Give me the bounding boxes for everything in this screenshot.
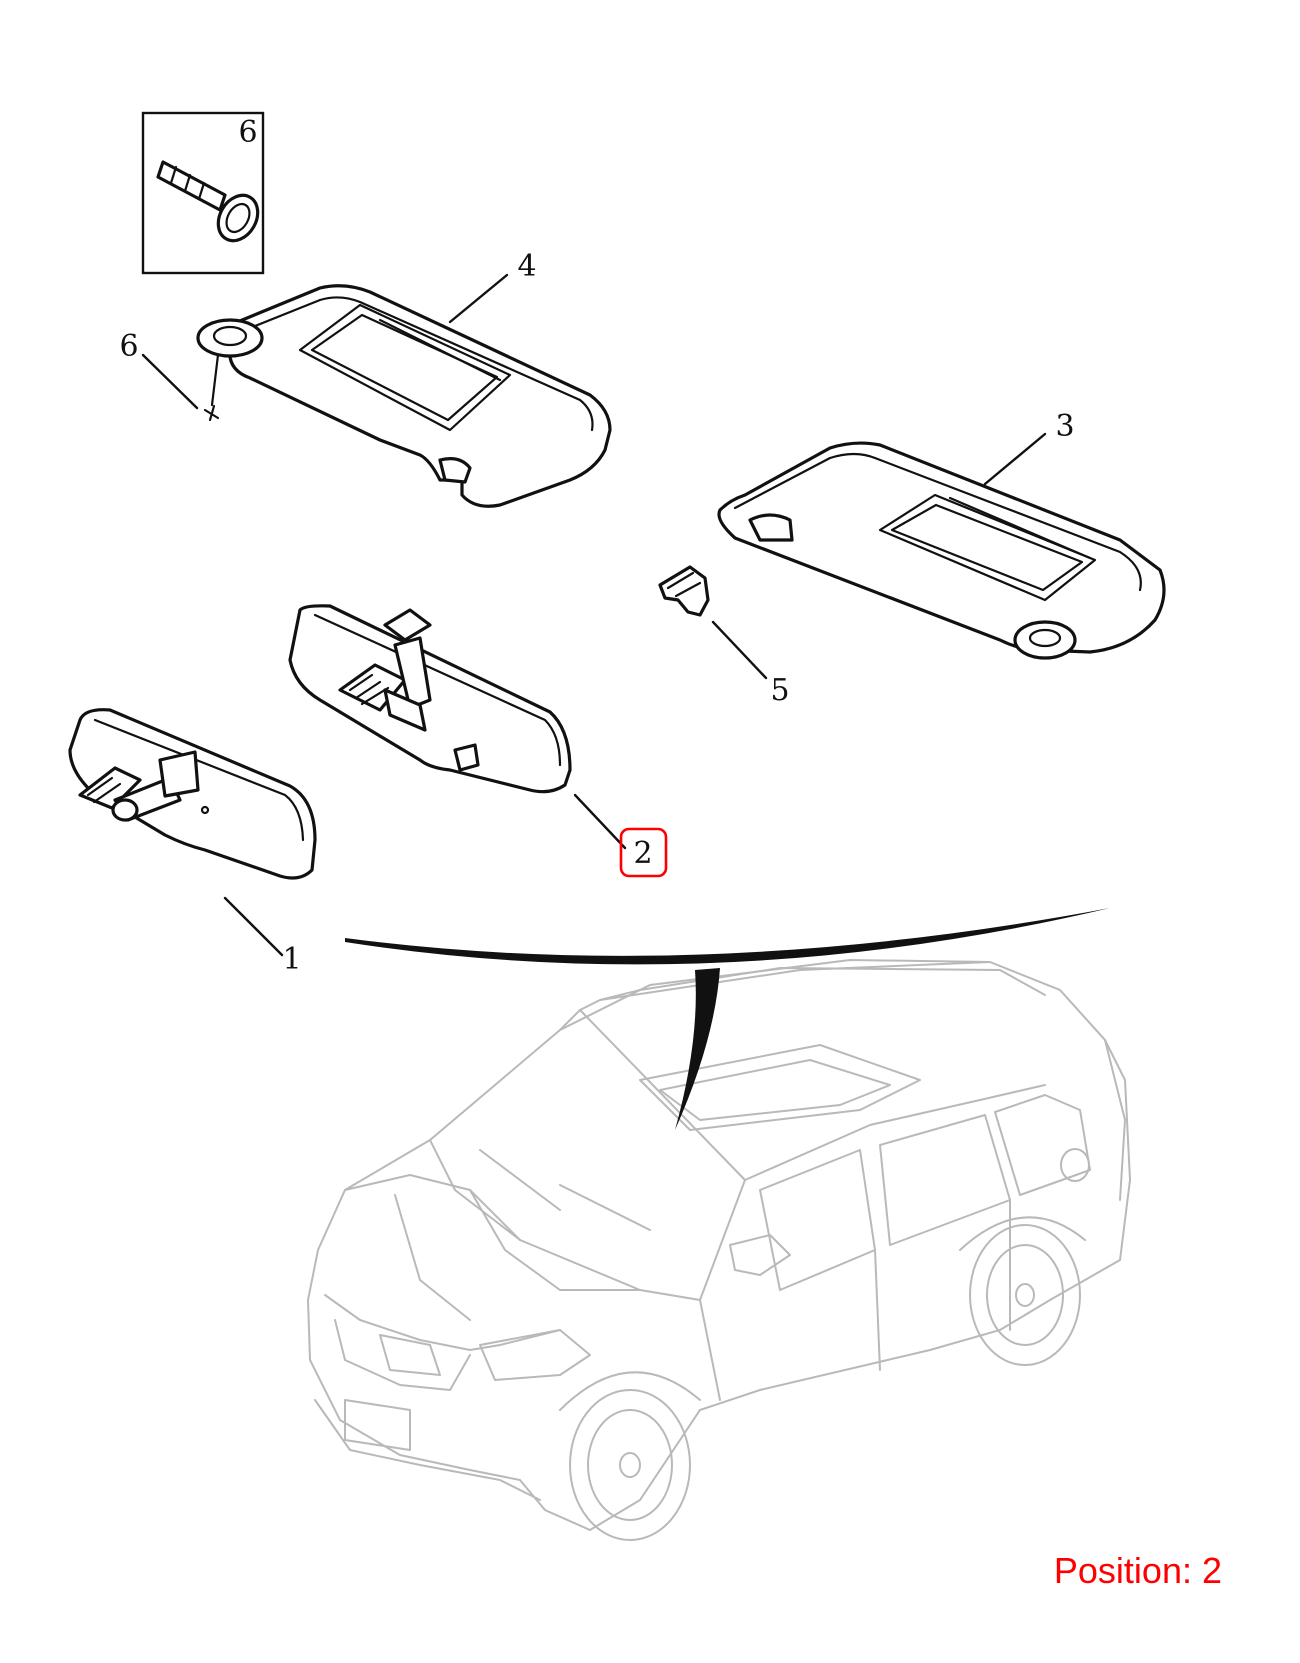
callout-3[interactable]: 3 xyxy=(1055,409,1074,444)
callout-6-inset[interactable]: 6 xyxy=(238,115,257,150)
location-pointer xyxy=(345,908,1110,1130)
part-6-inset: 6 xyxy=(141,111,265,275)
callout-1[interactable]: 1 xyxy=(282,942,301,977)
part-4-sun-visor-left xyxy=(196,284,612,508)
callout-2-highlight-box xyxy=(619,827,668,878)
callout-4[interactable]: 4 xyxy=(517,249,536,284)
position-label: Position: 2 xyxy=(1053,1550,1222,1591)
callout-2[interactable]: 2 xyxy=(633,836,652,871)
screw-icon xyxy=(156,160,260,243)
inset-frame xyxy=(141,111,265,275)
part-3-sun-visor-right xyxy=(717,441,1166,660)
callout-6[interactable]: 6 xyxy=(119,329,138,364)
part-2-rearview-mirror-upper xyxy=(288,604,572,794)
vehicle-illustration xyxy=(306,958,1132,1541)
callout-5[interactable]: 5 xyxy=(770,673,789,708)
part-1-rearview-mirror-lower xyxy=(68,708,317,880)
part-5-visor-clip xyxy=(658,565,710,617)
